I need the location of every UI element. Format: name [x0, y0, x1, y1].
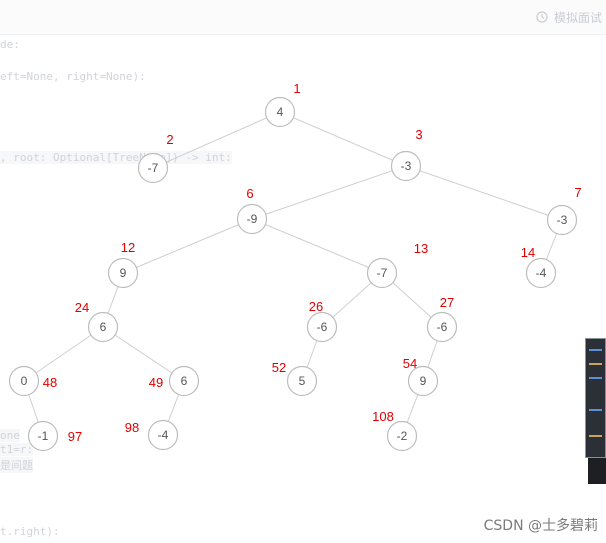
tree-edge [123, 219, 252, 273]
tree-node-value: -7 [377, 266, 388, 280]
tree-node: 9 12 [109, 240, 138, 288]
tree-node-index-label: 14 [521, 245, 535, 260]
tree-node: -3 3 [392, 127, 423, 181]
tree-node-index-label: 12 [121, 240, 135, 255]
tree-node: 6 49 [149, 367, 199, 396]
tree-node-index-label: 26 [309, 299, 323, 314]
tree-node-index-label: 52 [272, 360, 286, 375]
tree-node: -3 7 [548, 185, 582, 235]
tree-node-index-label: 6 [246, 186, 253, 201]
tree-node-index-label: 13 [414, 241, 428, 256]
tree-node: -626 [308, 299, 337, 342]
tree-node: -7 13 [368, 241, 429, 288]
tree-node: -414 [521, 245, 556, 288]
tree-node-index-label: 7 [574, 185, 581, 200]
tree-node-index-label: 3 [415, 127, 422, 142]
tree-node: -7 2 [139, 132, 174, 183]
tree-edge [252, 219, 382, 273]
tree-node-index-label: 97 [68, 429, 82, 444]
tree-node: -4 98 [125, 420, 178, 450]
tree-edge [406, 166, 562, 220]
tree-node-value: 6 [100, 320, 107, 334]
tree-node: 0 48 [10, 367, 58, 396]
tree-node-value: 9 [420, 374, 427, 388]
tree-node-value: 0 [21, 374, 28, 388]
tree-node-value: -7 [148, 161, 159, 175]
tree-node-value: -3 [401, 159, 412, 173]
tree-node: -9 6 [238, 186, 267, 234]
side-preview-shadow [588, 458, 606, 484]
tree-node-value: -4 [158, 428, 169, 442]
tree-node-value: -1 [38, 429, 49, 443]
tree-node-index-label: 1 [293, 81, 300, 96]
tree-node: -6 27 [428, 295, 457, 342]
tree-node-value: -3 [557, 213, 568, 227]
side-preview-thumbnail[interactable] [585, 338, 606, 458]
tree-edge [252, 166, 406, 219]
tree-node-index-label: 54 [403, 356, 417, 371]
tree-node: 41 [266, 81, 301, 127]
tree-node-index-label: 49 [149, 375, 163, 390]
tree-node-value: -4 [536, 266, 547, 280]
tree-node-index-label: 98 [125, 420, 139, 435]
tree-node-value: -2 [397, 429, 408, 443]
tree-node-index-label: 27 [440, 295, 454, 310]
tree-node-value: -6 [437, 320, 448, 334]
tree-node-value: 4 [277, 105, 284, 119]
tree-node-index-label: 2 [166, 132, 173, 147]
tree-edge [280, 112, 406, 166]
tree-node-index-label: 108 [372, 409, 394, 424]
tree-node-index-label: 48 [43, 375, 57, 390]
watermark: CSDN @士多碧莉 [484, 515, 598, 535]
tree-node: 5 52 [272, 360, 317, 396]
tree-node-value: -9 [247, 212, 258, 226]
tree-node-value: -6 [317, 320, 328, 334]
tree-node-index-label: 24 [75, 300, 89, 315]
tree-node-value: 9 [120, 266, 127, 280]
tree-node: -1 97 [29, 422, 83, 451]
tree-node: 954 [403, 356, 438, 396]
tree-node-value: 5 [299, 374, 306, 388]
tree-node-value: 6 [181, 374, 188, 388]
